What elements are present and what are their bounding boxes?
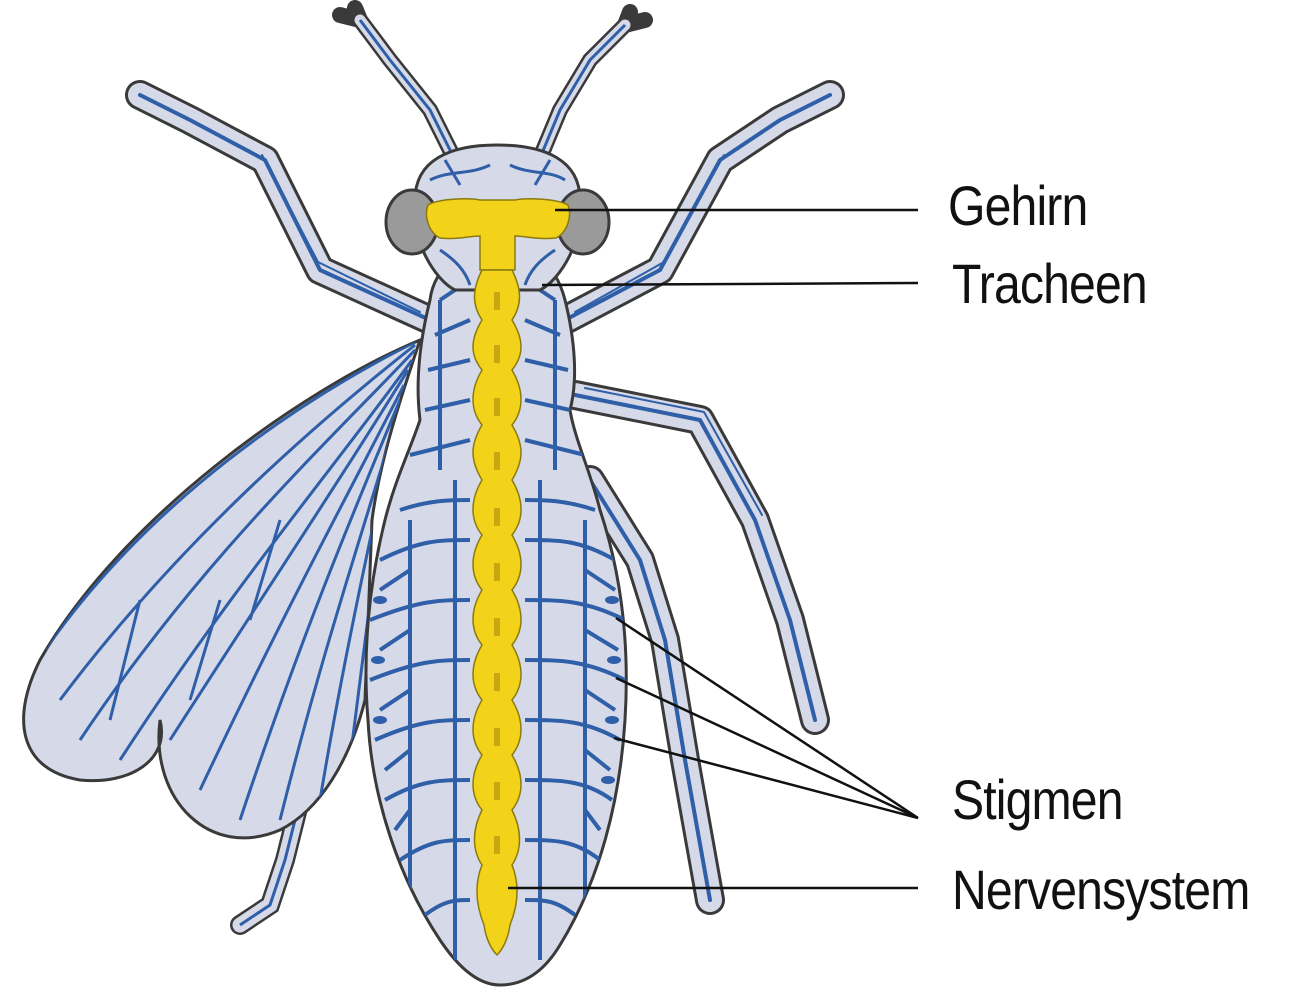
leader-spiracle-2 [616,678,918,818]
label-nervous-system: Nervensystem [952,862,1249,918]
left-wing [24,340,420,838]
leader-tracheae [542,283,918,285]
label-tracheae: Tracheen [952,256,1147,312]
label-brain: Gehirn [948,178,1087,234]
leader-spiracle-3 [614,738,918,818]
label-spiracles: Stigmen [952,772,1123,828]
leader-spiracle-1 [616,618,918,818]
